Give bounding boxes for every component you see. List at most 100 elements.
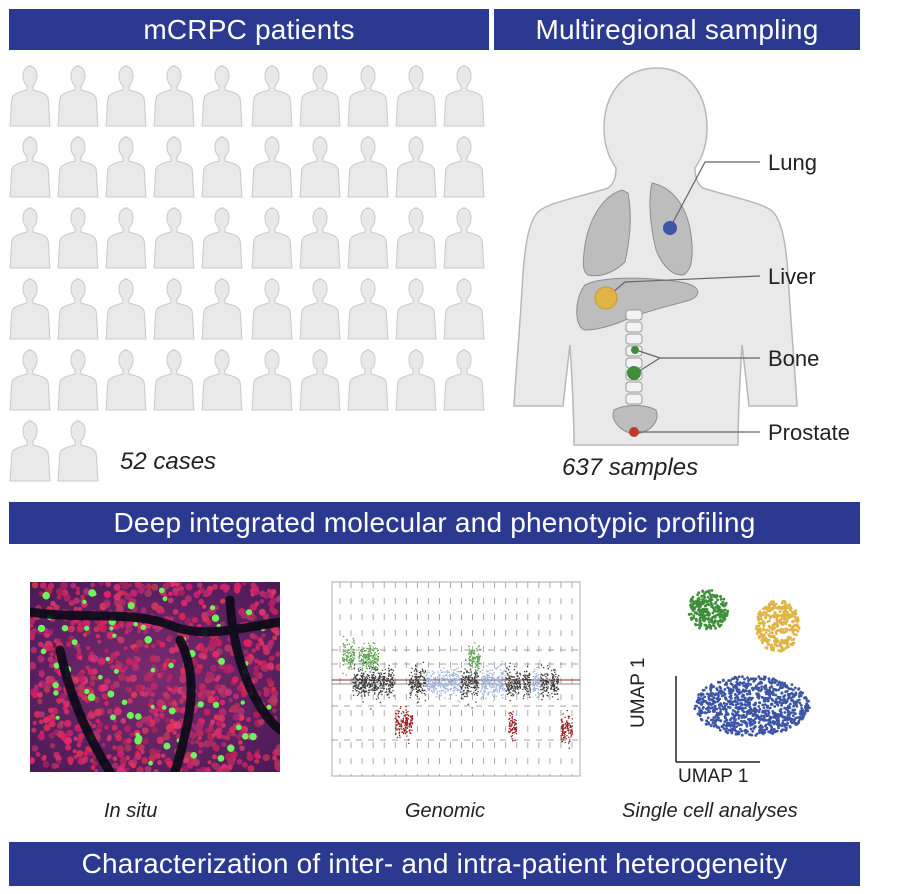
cn-point [370, 689, 372, 691]
cn-point [504, 689, 506, 691]
umap-cell [791, 718, 794, 721]
umap-cell [754, 707, 757, 711]
cn-point [490, 680, 492, 682]
umap-cell [765, 639, 769, 642]
tissue-cell [260, 705, 269, 714]
tissue-cell [168, 591, 173, 597]
cn-point [507, 692, 510, 695]
umap-cell [780, 649, 783, 653]
cn-point [558, 675, 560, 677]
cn-point [380, 690, 382, 692]
cn-point [386, 682, 388, 685]
umap-cell [761, 709, 765, 713]
cn-point [440, 682, 442, 684]
cn-point [462, 698, 464, 700]
tissue-cell [244, 621, 248, 626]
tissue-cell [262, 644, 268, 651]
umap-cell [740, 723, 743, 727]
cn-point [462, 692, 465, 694]
umap-cell [711, 710, 715, 713]
cn-point [432, 683, 434, 685]
cn-point [352, 690, 354, 692]
umap-cell [724, 696, 727, 700]
cn-point [423, 682, 425, 684]
tissue-cell [102, 762, 110, 769]
tissue-cell [189, 757, 198, 765]
cn-point [563, 724, 565, 726]
cn-point [539, 683, 541, 685]
marker-cell [190, 752, 198, 759]
cn-point [551, 692, 553, 695]
cn-point [402, 719, 404, 721]
cn-point [488, 677, 490, 679]
cn-point [434, 677, 437, 679]
cn-point [478, 667, 480, 670]
cn-point [437, 678, 439, 680]
tissue-cell [47, 676, 56, 684]
umap-cell [755, 624, 759, 628]
cn-point [359, 663, 361, 665]
tissue-cell [263, 648, 270, 655]
tissue-cell [195, 645, 201, 651]
cn-point [409, 723, 411, 725]
cn-point [409, 682, 411, 684]
cn-point [346, 656, 348, 658]
cn-point [446, 685, 448, 687]
cn-point [470, 683, 472, 685]
cn-point [387, 694, 389, 696]
cn-point [379, 692, 381, 694]
cn-point [342, 653, 345, 655]
tissue-cell [194, 704, 200, 710]
cn-point [483, 683, 485, 685]
umap-cell [710, 686, 713, 690]
umap-cell [772, 605, 776, 609]
cn-point [417, 686, 419, 688]
umap-cell [713, 700, 717, 704]
tissue-cell [126, 738, 132, 744]
tissue-cell [137, 623, 145, 631]
umap-cell [757, 688, 760, 692]
cn-point [493, 689, 495, 691]
umap-cell [733, 714, 737, 718]
tissue-cell [179, 586, 185, 592]
cn-point [395, 716, 397, 718]
cn-point [565, 723, 567, 725]
cn-point [486, 679, 488, 682]
umap-cell [738, 705, 742, 709]
umap-cell [784, 701, 788, 705]
umap-cell [706, 708, 710, 712]
tissue-cell [178, 718, 186, 726]
cn-point [539, 693, 541, 695]
tissue-cell [40, 582, 47, 589]
tissue-cell [51, 681, 59, 688]
cn-point [409, 681, 411, 683]
cn-point [351, 645, 353, 647]
cn-point [567, 728, 569, 730]
umap-cell [736, 721, 739, 725]
cn-point [505, 683, 507, 685]
umap-cell [768, 718, 772, 721]
cn-point [553, 678, 555, 680]
tissue-cell [268, 639, 275, 646]
cn-point [381, 693, 383, 696]
cn-point [512, 695, 514, 697]
umap-cell [794, 619, 798, 623]
umap-cell [743, 706, 747, 710]
umap-cell [704, 624, 708, 627]
tissue-cell [44, 587, 53, 595]
tissue-cell [183, 736, 190, 743]
umap-cell [755, 715, 759, 719]
cn-point [386, 691, 388, 693]
cn-point [498, 679, 500, 682]
tissue-cell [180, 707, 187, 714]
cn-point [546, 684, 548, 686]
tissue-cell [259, 599, 265, 604]
cn-point [449, 689, 452, 691]
cn-point [408, 742, 410, 745]
cn-point [449, 680, 451, 682]
cn-point [458, 678, 460, 681]
umap-cell [700, 700, 704, 703]
cn-point [542, 696, 544, 698]
umap-cell [763, 639, 766, 642]
cn-point [373, 680, 375, 682]
